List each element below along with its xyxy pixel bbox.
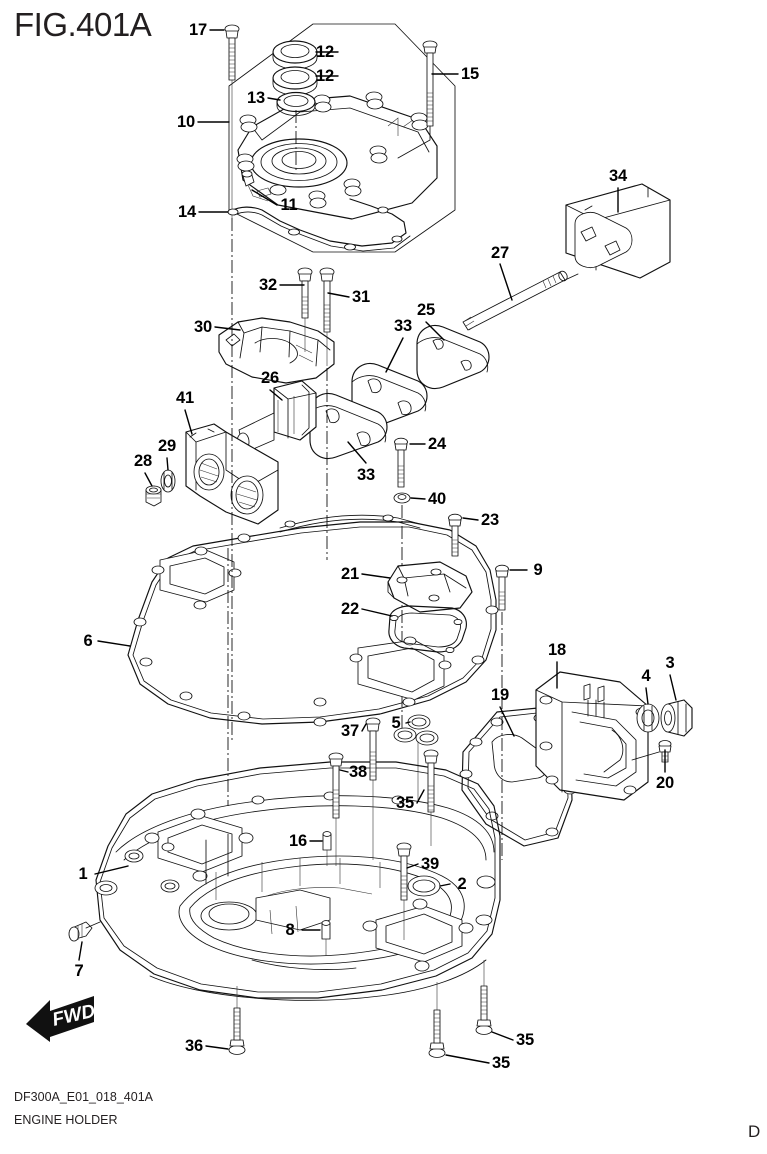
callout-bolt-39[interactable]: 39 (421, 854, 439, 873)
part-38-bolt (328, 752, 344, 866)
callout-leaders (78, 29, 677, 1064)
callout-gasket-19[interactable]: 19 (491, 685, 509, 704)
callout-clamp-bracket[interactable]: 30 (194, 317, 212, 336)
callout-bolt-32[interactable]: 32 (259, 275, 277, 294)
part-34-mount-bracket (565, 183, 671, 279)
part-41-swivel-bracket (185, 423, 279, 525)
part-26-bushing (236, 380, 317, 454)
callout-mount-rubber-upper[interactable]: 33 (394, 316, 412, 335)
callout-bearing-upper[interactable]: 12 (316, 42, 334, 61)
part-37-bolt (365, 717, 381, 860)
callout-gasket-main[interactable]: 6 (83, 631, 93, 650)
part-9-bolt (495, 564, 509, 611)
part-19-gasket (459, 707, 577, 847)
callout-bolt-long[interactable]: 17 (189, 20, 207, 39)
part-1-engine-holder (94, 761, 501, 1001)
callout-bearing-lower[interactable]: 12 (316, 66, 334, 85)
callout-bolt-35-c[interactable]: 35 (492, 1053, 510, 1072)
callout-bolt-23[interactable]: 23 (481, 510, 499, 529)
part-20-bolt (631, 740, 672, 763)
part-25-spacer (416, 325, 490, 389)
part-13-oil-seal (276, 91, 316, 170)
callout-bolt-35-a[interactable]: 35 (396, 793, 414, 812)
callout-mount-bracket[interactable]: 34 (609, 166, 627, 185)
part-4-washer (636, 703, 660, 733)
part-33-lower (309, 393, 388, 459)
callout-bolt-24[interactable]: 24 (428, 434, 446, 453)
part-6-main-gasket (127, 514, 499, 727)
callout-spacer-plate[interactable]: 25 (417, 300, 435, 319)
part-21-cover-plate (387, 561, 473, 613)
callout-washer-29[interactable]: 29 (158, 436, 176, 455)
callout-upper-housing[interactable]: 10 (177, 112, 195, 131)
part-35-b-bolt (475, 960, 493, 1035)
part-15-bolt (397, 40, 438, 159)
part-28-nut (145, 485, 162, 507)
callout-bolt-9[interactable]: 9 (533, 560, 543, 579)
part-32-bolt (297, 267, 313, 352)
callout-nut-28[interactable]: 28 (134, 451, 152, 470)
part-5-o-rings (393, 714, 439, 800)
part-2-o-ring (407, 875, 441, 897)
part-23-bolt (448, 513, 462, 557)
page-letter: D (748, 1122, 761, 1141)
figure-name: ENGINE HOLDER (14, 1113, 118, 1127)
fwd-label: FWD (50, 1001, 97, 1031)
part-17-bolt (224, 24, 240, 218)
callout-engine-holder-main[interactable]: 1 (78, 864, 88, 883)
part-35-a-bolt (423, 749, 439, 846)
part-7-drain-plug (68, 921, 101, 942)
part-29-washer (160, 469, 176, 493)
callout-threaded-rod[interactable]: 27 (491, 243, 509, 262)
callout-o-ring-2[interactable]: 2 (457, 874, 467, 893)
callout-o-ring-set[interactable]: 5 (391, 713, 401, 732)
part-3-grommet (660, 699, 693, 737)
part-8-dowel (321, 920, 331, 956)
callout-cover-plate[interactable]: 21 (341, 564, 359, 583)
figure-code: DF300A_E01_018_401A (14, 1090, 154, 1104)
part-39-bolt (396, 842, 412, 940)
callout-bolt-20[interactable]: 20 (656, 773, 674, 792)
callout-bolt-36[interactable]: 36 (185, 1036, 203, 1055)
part-22-gasket (388, 605, 467, 654)
callout-washer-40[interactable]: 40 (428, 489, 446, 508)
part-12-bearings (272, 40, 318, 96)
callout-drain-plug[interactable]: 7 (74, 961, 84, 980)
callout-bolt-extra-long[interactable]: 15 (461, 64, 479, 83)
callout-grommet[interactable]: 3 (665, 653, 675, 672)
callout-swivel-bracket[interactable]: 41 (176, 388, 194, 407)
callout-dowel-pin[interactable]: 11 (280, 195, 298, 214)
callout-washer-4[interactable]: 4 (641, 666, 651, 685)
part-10-upper-housing (228, 23, 456, 253)
callout-bolt-35-b[interactable]: 35 (516, 1030, 534, 1049)
part-11-dowel (241, 170, 272, 202)
callout-oil-pan-manifold[interactable]: 18 (548, 640, 566, 659)
part-18-manifold (535, 671, 649, 801)
part-35-c-bolt (428, 982, 446, 1058)
callout-bolt-31[interactable]: 31 (352, 287, 370, 306)
callout-dowel-16[interactable]: 16 (289, 831, 307, 850)
callout-mount-rubber-lower[interactable]: 33 (357, 465, 375, 484)
callout-gasket-upper[interactable]: 14 (178, 202, 196, 221)
callout-gasket-22[interactable]: 22 (341, 599, 359, 618)
callout-bolt-37[interactable]: 37 (341, 721, 359, 740)
part-24-bolt (394, 437, 408, 488)
callout-oil-seal[interactable]: 13 (247, 88, 265, 107)
part-27-threaded-rod (462, 270, 579, 331)
part-36-bolt (228, 986, 246, 1055)
part-40-washer (393, 492, 411, 735)
part-16-dowel (322, 831, 332, 866)
part-33-upper (351, 363, 428, 428)
fwd-direction-badge: FWD (24, 992, 102, 1042)
callout-bolt-38[interactable]: 38 (349, 762, 367, 781)
part-31-bolt (319, 267, 335, 366)
figure-title: FIG.401A (14, 6, 152, 43)
callout-dowel-8[interactable]: 8 (285, 920, 295, 939)
part-14-gasket (227, 198, 411, 252)
callout-bushing-assembly[interactable]: 26 (261, 368, 279, 387)
